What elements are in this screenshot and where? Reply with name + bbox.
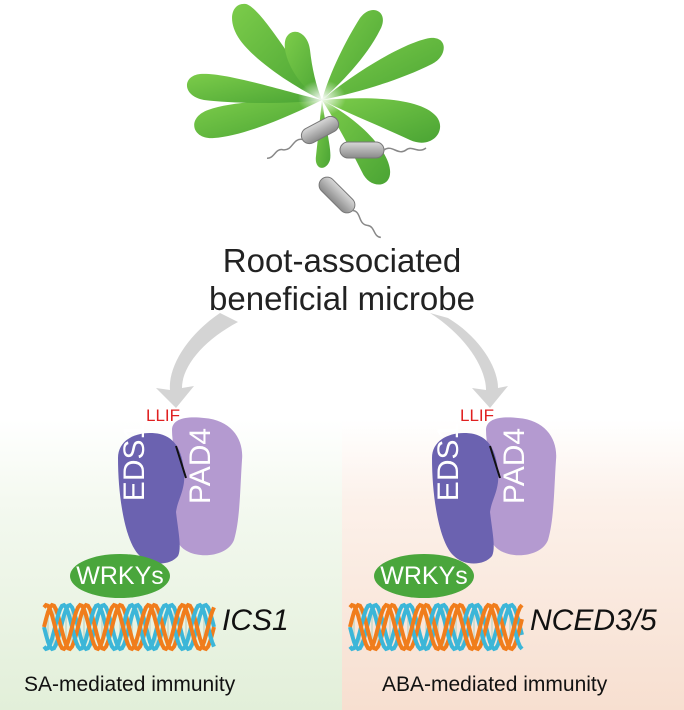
pad4-protein — [172, 417, 243, 556]
llif-motif-left: LLIF — [146, 406, 181, 425]
wrky-protein — [374, 554, 474, 598]
bacterium — [266, 115, 340, 159]
left-complex — [70, 417, 243, 598]
eds1-label-right: EDS1 — [432, 423, 465, 501]
llif-motif-right: LLIF — [460, 406, 495, 425]
dna-helix-left — [42, 602, 216, 652]
pad4-label-right: PAD4 — [498, 428, 531, 504]
pad4-protein — [486, 417, 557, 556]
dna-helix-right — [348, 602, 524, 652]
pad4-label-left: PAD4 — [184, 428, 217, 504]
leaf — [322, 9, 383, 101]
gene-label-ics1: ICS1 — [222, 604, 289, 637]
eds1-protein — [432, 433, 499, 564]
eds1-protein — [118, 433, 185, 564]
leaf — [194, 100, 322, 139]
microbe-title-line2: beneficial microbe — [209, 280, 475, 317]
arrows — [156, 313, 508, 408]
arrow-right — [430, 313, 508, 408]
footer-aba-immunity: ABA-mediated immunity — [382, 673, 608, 696]
bacterium — [339, 141, 427, 159]
arrow-left — [156, 313, 238, 408]
rosette-center — [298, 80, 346, 116]
leaf — [186, 73, 322, 103]
wrky-label-left: WRKYs — [76, 562, 164, 590]
llif-motif-line — [175, 445, 187, 479]
bacterium — [318, 176, 382, 239]
dna-strand — [348, 602, 524, 652]
dna-strand — [348, 602, 524, 652]
microbe-title-line1: Root-associated — [222, 242, 462, 279]
right-complex — [374, 417, 557, 598]
wrky-protein — [70, 554, 170, 598]
leaf — [322, 37, 444, 100]
llif-motif-line — [489, 445, 501, 479]
gene-label-nced: NCED3/5 — [530, 604, 657, 637]
wrky-label-right: WRKYs — [380, 562, 468, 590]
footer-sa-immunity: SA-mediated immunity — [24, 673, 236, 696]
eds1-label-left: EDS1 — [118, 423, 151, 501]
leaf — [322, 98, 441, 143]
dna-strand — [42, 602, 216, 652]
bacteria-group — [266, 115, 427, 239]
plant-rosette — [186, 3, 444, 185]
